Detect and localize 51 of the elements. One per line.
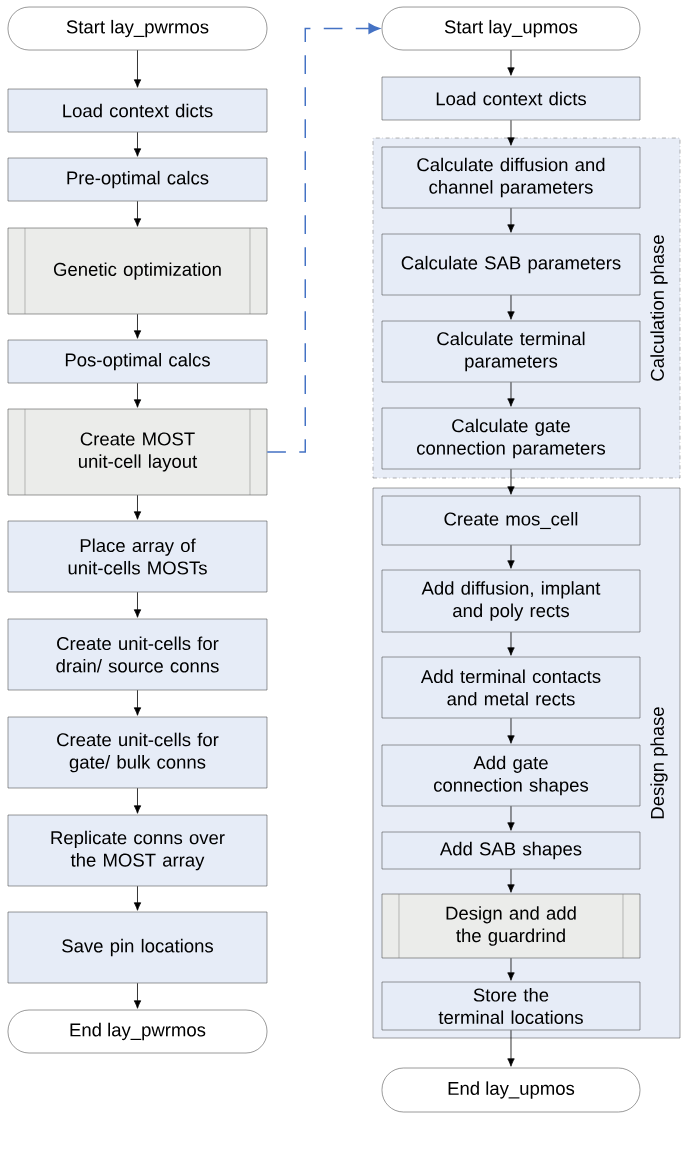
process-box: Calculate diffusion and channel parameters — [381, 146, 641, 209]
process-box: Save pin locations — [7, 911, 268, 984]
process-box: Pos-optimal calcs — [7, 339, 268, 384]
arrow — [133, 200, 142, 227]
arrow — [133, 982, 142, 1009]
arrow — [507, 631, 515, 656]
subprocess-box: Design and add the guardrind — [381, 893, 641, 959]
process-box: Add terminal contacts and metal rects — [381, 656, 641, 719]
process-box: Place array of unit-cells MOSTs — [7, 520, 268, 593]
process-box: Calculate gate connection parameters — [381, 407, 641, 470]
arrow — [133, 787, 142, 814]
arrow — [507, 868, 515, 893]
arrow — [507, 468, 515, 495]
arrow — [507, 207, 515, 233]
subprocess-box: Genetic optimization — [7, 227, 268, 315]
arrow — [507, 294, 515, 320]
arrow — [507, 381, 515, 407]
arrow — [133, 689, 142, 716]
arrow — [133, 382, 142, 408]
process-box: Add diffusion, implant and poly rects — [381, 569, 641, 633]
process-box: Load context dicts — [7, 88, 268, 133]
process-box: Create mos_cell — [381, 495, 641, 546]
arrow — [507, 717, 515, 744]
subprocess-box: Create MOST unit-cell layout — [7, 408, 268, 496]
process-box: Create unit-cells for gate/ bulk conns — [7, 716, 268, 789]
arrow — [266, 23, 380, 453]
arrow — [507, 49, 515, 76]
process-box: Calculate SAB parameters — [381, 233, 641, 296]
arrow — [507, 544, 515, 569]
arrow — [507, 1029, 515, 1067]
process-box: Create unit-cells for drain/ source conns — [7, 618, 268, 691]
process-box: Add SAB shapes — [381, 831, 641, 870]
terminator: End lay_pwrmos — [7, 1009, 268, 1054]
process-box: Store the terminal locations — [381, 981, 641, 1031]
process-box: Calculate terminal parameters — [381, 320, 641, 383]
terminator: Start lay_upmos — [381, 6, 641, 51]
terminator: Start lay_pwrmos — [7, 6, 268, 51]
process-box: Pre-optimal calcs — [7, 157, 268, 202]
arrow — [507, 119, 515, 146]
arrow — [507, 957, 515, 981]
arrow — [133, 494, 142, 520]
process-box: Load context dicts — [381, 76, 641, 121]
arrow — [133, 49, 142, 88]
arrow — [133, 591, 142, 618]
arrow — [133, 131, 142, 157]
arrow — [507, 805, 515, 831]
arrow — [133, 313, 142, 339]
arrow — [133, 885, 142, 911]
process-box: Replicate conns over the MOST array — [7, 814, 268, 887]
terminator: End lay_upmos — [381, 1067, 641, 1113]
process-box: Add gate connection shapes — [381, 744, 641, 807]
